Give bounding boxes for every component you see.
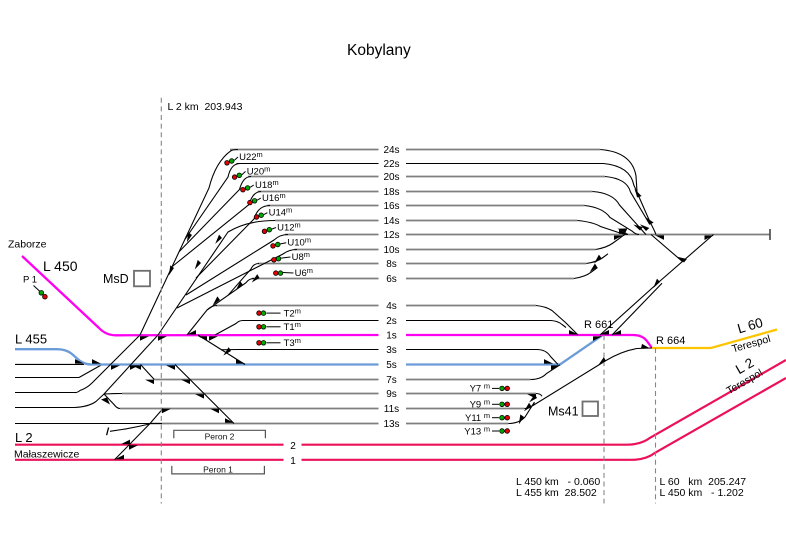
svg-text:L 455: L 455: [15, 332, 47, 347]
svg-text:MsD: MsD: [103, 272, 129, 286]
svg-text:9s: 9s: [386, 389, 397, 400]
svg-text:4s: 4s: [386, 301, 397, 312]
svg-text:L 450 km - 1.202: L 450 km - 1.202: [660, 487, 744, 499]
svg-text:P 1: P 1: [23, 275, 37, 286]
svg-text:11s: 11s: [384, 404, 399, 415]
svg-text:L 2 km 203.943: L 2 km 203.943: [168, 101, 243, 113]
svg-text:22s: 22s: [383, 159, 399, 170]
svg-text:16s: 16s: [383, 201, 399, 212]
svg-text:14s: 14s: [383, 216, 399, 227]
svg-text:3s: 3s: [386, 345, 397, 356]
svg-text:L 60 km 205.247: L 60 km 205.247: [660, 476, 747, 488]
svg-text:L 450: L 450: [43, 258, 78, 274]
svg-text:R 661: R 661: [584, 319, 613, 331]
svg-text:R 664: R 664: [656, 335, 685, 347]
svg-text:1s: 1s: [386, 331, 397, 342]
svg-text:10s: 10s: [383, 245, 399, 256]
svg-text:24s: 24s: [383, 145, 399, 156]
svg-text:Małaszewicze: Małaszewicze: [14, 449, 80, 461]
svg-text:Peron 2: Peron 2: [205, 431, 235, 441]
svg-text:13s: 13s: [383, 419, 399, 430]
svg-text:6s: 6s: [386, 274, 397, 285]
svg-text:L 2: L 2: [15, 430, 33, 445]
svg-text:Peron 1: Peron 1: [203, 464, 233, 474]
svg-text:Y11 m: Y11 m: [465, 411, 490, 424]
svg-text:1: 1: [290, 456, 296, 467]
svg-text:L 450 km - 0.060: L 450 km - 0.060: [516, 476, 600, 488]
svg-text:L 455 km 28.502: L 455 km 28.502: [516, 487, 597, 499]
svg-text:Ms41: Ms41: [548, 405, 579, 419]
svg-text:Y13 m: Y13 m: [464, 424, 490, 437]
svg-text:18s: 18s: [383, 187, 399, 198]
svg-text:2: 2: [290, 441, 296, 452]
svg-text:Kobylany: Kobylany: [347, 42, 411, 59]
svg-text:L 60: L 60: [736, 315, 765, 337]
svg-text:8s: 8s: [386, 259, 397, 270]
svg-text:2s: 2s: [386, 316, 397, 327]
svg-text:7s: 7s: [386, 375, 397, 386]
svg-text:Zaborze: Zaborze: [8, 239, 47, 251]
svg-text:5s: 5s: [386, 360, 397, 371]
svg-text:20s: 20s: [383, 172, 399, 183]
svg-text:12s: 12s: [383, 230, 399, 241]
